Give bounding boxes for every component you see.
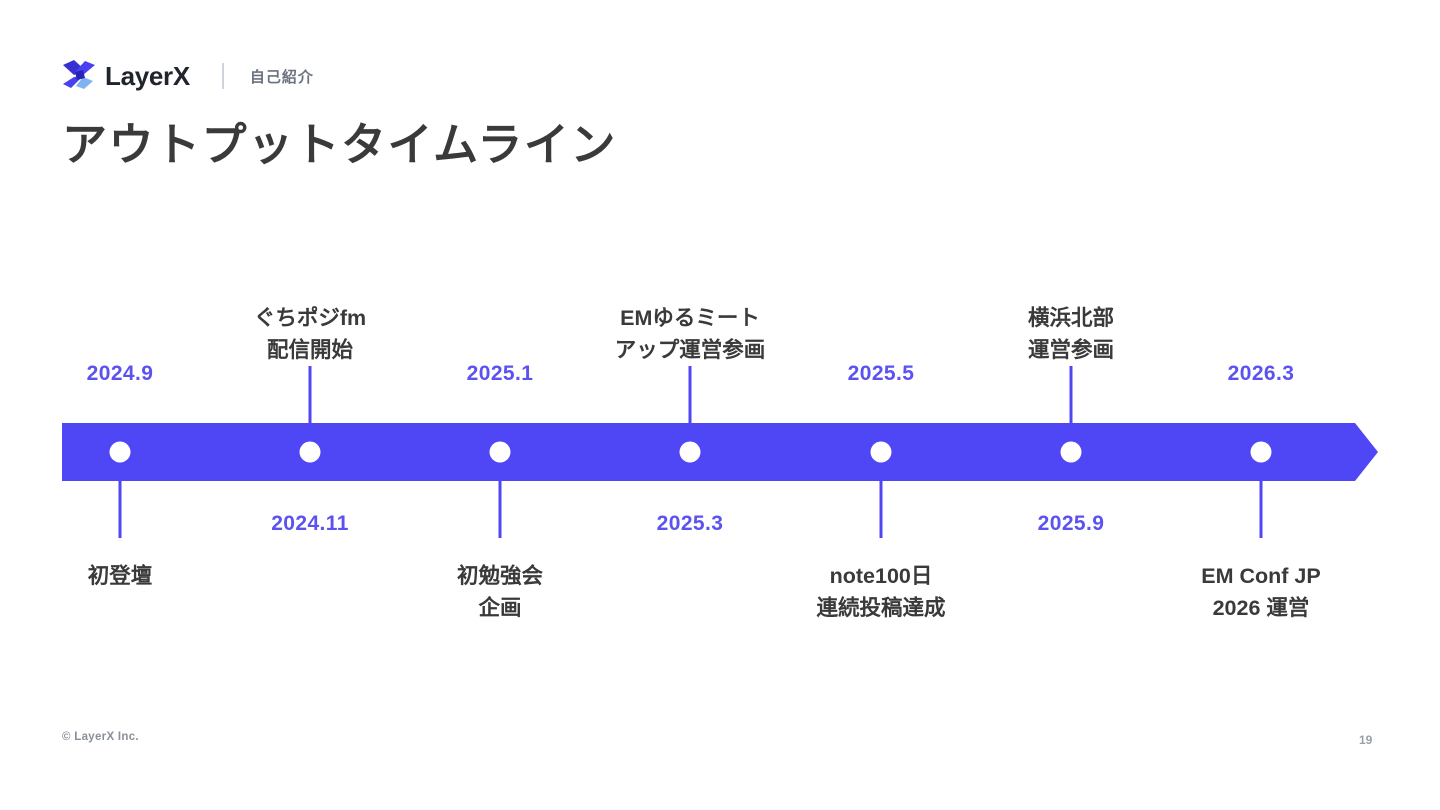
header-divider [221,63,224,89]
timeline-date-label: 2025.1 [466,362,534,385]
timeline-caption: EM Conf JP 2026 運営 [1201,560,1320,625]
timeline-connector [498,481,502,538]
timeline-date-label: 2024.11 [271,512,349,535]
timeline-caption-line: 横浜北部 [1027,306,1115,330]
header-subtitle: 自己紹介 [249,68,314,86]
timeline-caption-line: 配信開始 [266,338,353,363]
footer-copyright: © LayerX Inc. [62,731,139,743]
timeline-connector [1069,366,1073,423]
timeline-caption-line: EMゆるミート [620,306,760,330]
timeline-dot [1250,441,1272,463]
timeline-date-label: 2025.9 [1037,512,1105,535]
timeline-connector [118,481,122,538]
timeline-caption-line: 連続投稿達成 [816,596,946,621]
layerx-logo-icon [62,59,96,93]
timeline-caption: ぐちポジfm 配信開始 [254,302,366,367]
timeline-dot [679,441,701,463]
timeline-connector [1259,481,1263,538]
timeline-connector [688,366,692,423]
timeline-date-label: 2024.9 [86,362,154,385]
timeline-dot [1060,441,1082,463]
page-title: アウトプットタイムライン [62,119,617,170]
footer-page-number: 19 [1359,733,1373,747]
timeline-caption: 横浜北部運営参画 [1028,302,1114,367]
timeline-dot [109,441,131,463]
timeline-caption-line: ぐちポジfm [253,306,367,330]
timeline-dot [489,441,511,463]
timeline-caption-line: 運営参画 [1027,338,1115,363]
timeline-caption-line: EM Conf JP [1201,564,1321,588]
timeline-caption: note100日連続投稿達成 [816,560,945,625]
timeline-dot [299,441,321,463]
timeline-caption-line: アップ運営参画 [614,338,766,363]
timeline-connector [879,481,883,538]
timeline-caption: 初登壇 [88,560,153,592]
timeline-caption-line: 企画 [478,596,522,621]
timeline-dot [870,441,892,463]
timeline-caption: EMゆるミートアップ運営参画 [615,302,766,367]
timeline-caption-line: note100日 [829,564,933,588]
timeline-caption-line: 初登壇 [87,564,153,588]
timeline-date-label: 2026.3 [1227,362,1295,385]
timeline-connector [308,366,312,423]
timeline-caption-line: 2026 運営 [1212,596,1310,621]
timeline-date-label: 2025.5 [847,362,915,385]
timeline-caption: 初勉強会企画 [457,560,543,625]
logo-wordmark: LayerX [105,60,190,91]
slide-header: LayerX 自己紹介 [62,57,314,95]
timeline-caption-line: 初勉強会 [456,564,544,588]
timeline-date-label: 2025.3 [656,512,724,535]
